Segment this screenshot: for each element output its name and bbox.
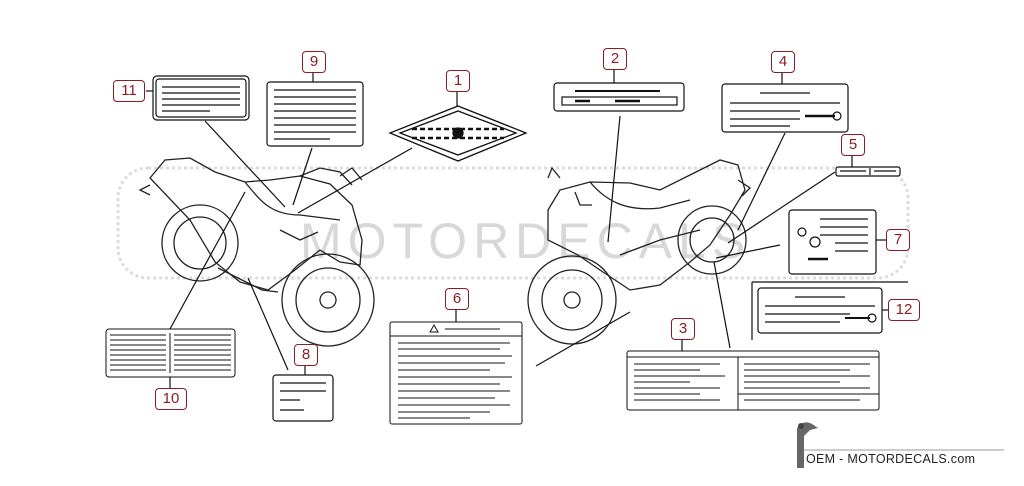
callout-5: 5 [841,134,865,156]
leader-5 [727,171,836,244]
right-bike-body [547,159,746,291]
leader-6 [535,311,631,367]
decal-4-label [721,83,849,133]
left-bike-body [149,157,363,291]
right-bike-front-wheel [527,255,617,345]
leader-11 [204,120,286,208]
left-bike-front-wheel [281,253,375,347]
decal-10-label [105,328,236,378]
leader-7 [715,244,781,259]
decal-8-label [272,374,334,422]
leader-8 [247,277,289,371]
watermark-text: MOTORDECALS [300,213,751,269]
leader-lines [169,115,908,371]
brand-logo-icon [797,422,1004,468]
leader-3 [713,261,731,349]
motorcycle-left-view [138,157,375,347]
callout-connectors [146,68,892,390]
decal-2-label [553,82,685,112]
right-bike-rear-wheel [677,205,747,275]
decal-1-diamond-badge [388,105,528,162]
leader-4 [737,132,786,231]
callout-1: 1 [446,70,470,92]
decal-3-label [626,350,880,411]
callout-6: 6 [445,288,469,310]
leader-1 [297,147,413,214]
callout-2: 2 [603,48,627,70]
decal-7-label [788,209,877,275]
motorcycle-right-view [527,159,752,345]
callout-10: 10 [155,388,187,410]
decal-5-strip [835,166,901,177]
callout-9: 9 [302,51,326,73]
callout-4: 4 [771,51,795,73]
callout-8: 8 [294,344,318,366]
leader-2 [607,115,621,243]
callout-7: 7 [886,229,910,251]
decal-9-label [266,81,364,147]
decal-12-label [757,287,883,334]
leader-9 [292,147,313,206]
left-bike-rear-wheel [161,204,239,282]
decal-11-label [152,75,250,121]
decal-6-warning-label [389,321,523,425]
callout-3: 3 [671,318,695,340]
callout-12: 12 [888,299,920,321]
callout-11: 11 [113,80,145,102]
watermark: MOTORDECALS [116,166,910,280]
brand-text: OEM - MOTORDECALS.com [806,452,976,466]
leader-10 [169,191,246,330]
